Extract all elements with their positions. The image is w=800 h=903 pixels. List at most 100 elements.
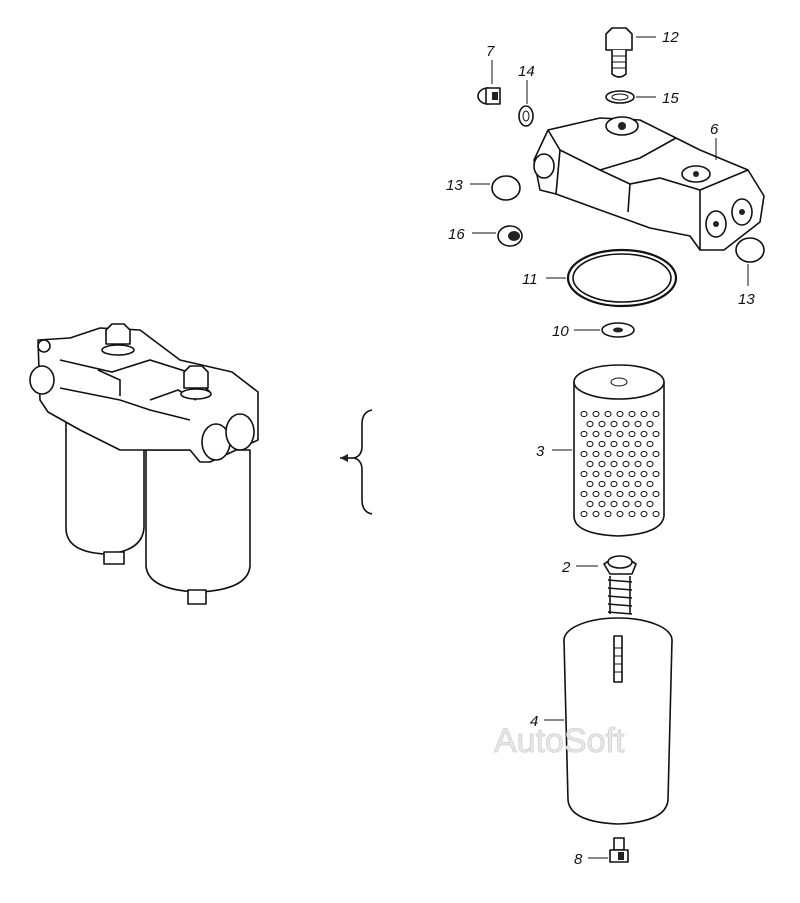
perforation-hole	[610, 500, 618, 508]
perforation-hole	[646, 480, 654, 488]
perforation-hole	[616, 470, 624, 478]
perforation-hole	[652, 470, 660, 478]
perforation-hole	[634, 500, 642, 508]
perforation-hole	[598, 420, 606, 428]
perforation-hole	[580, 510, 588, 518]
assembled-filter-view	[29, 323, 259, 605]
perforation-hole	[622, 440, 630, 448]
perforation-hole	[598, 440, 606, 448]
perforation-hole	[634, 460, 642, 468]
perforation-hole	[586, 480, 594, 488]
callout-2: 2	[561, 559, 571, 576]
perforation-hole	[604, 490, 612, 498]
perforation-hole	[652, 410, 660, 418]
perforation-hole	[598, 460, 606, 468]
perforation-hole	[646, 500, 654, 508]
callout-13-left: 13	[446, 177, 463, 194]
callout-15: 15	[662, 90, 679, 107]
part-3-filter-element	[573, 364, 665, 537]
perforation-hole	[604, 410, 612, 418]
callout-10: 10	[552, 323, 569, 340]
part-16-plug	[497, 225, 523, 247]
perforation-hole	[598, 480, 606, 488]
perforation-hole	[640, 510, 648, 518]
assembly-arrow	[340, 409, 373, 515]
perforation-hole	[580, 470, 588, 478]
perforation-hole	[622, 460, 630, 468]
perforation-hole	[592, 410, 600, 418]
perforation-hole	[592, 450, 600, 458]
perforation-hole	[646, 420, 654, 428]
perforation-hole	[640, 490, 648, 498]
part-15-washer	[605, 90, 635, 104]
perforation-hole	[628, 450, 636, 458]
perforation-hole	[628, 410, 636, 418]
callout-7: 7	[486, 43, 495, 60]
perforation-hole	[604, 510, 612, 518]
perforation-hole	[604, 430, 612, 438]
perforation-hole	[616, 430, 624, 438]
callout-4: 4	[530, 713, 538, 730]
perforation-hole	[604, 470, 612, 478]
perforation-hole	[610, 440, 618, 448]
perforation-hole	[604, 450, 612, 458]
callout-12: 12	[662, 29, 679, 46]
perforation-hole	[586, 440, 594, 448]
part-10-washer	[601, 322, 635, 338]
perforation-hole	[592, 470, 600, 478]
perforation-hole	[628, 430, 636, 438]
perforation-hole	[640, 430, 648, 438]
callout-6: 6	[710, 121, 719, 138]
perforation-hole	[622, 500, 630, 508]
part-8-drain-plug	[609, 837, 629, 863]
perforation-hole	[580, 430, 588, 438]
perforation-hole	[634, 440, 642, 448]
perforation-hole	[592, 510, 600, 518]
part-7-plug	[477, 87, 501, 105]
callout-8: 8	[574, 851, 583, 868]
perforation-hole	[610, 420, 618, 428]
perforation-hole	[640, 470, 648, 478]
perforation-hole	[652, 510, 660, 518]
callout-13-right: 13	[738, 291, 755, 308]
part-2-relief-valve	[603, 555, 637, 615]
perforation-hole	[580, 410, 588, 418]
perforation-hole	[622, 420, 630, 428]
leader-lines	[470, 36, 749, 859]
part-13-cap-right	[735, 237, 765, 263]
perforation-hole	[634, 480, 642, 488]
part-6-filter-head	[533, 116, 765, 251]
part-11-o-ring	[566, 248, 678, 308]
perforation-hole	[598, 500, 606, 508]
part-14-washer	[518, 105, 534, 127]
callout-11: 11	[522, 271, 538, 288]
perforation-hole	[652, 490, 660, 498]
perforation-hole	[610, 480, 618, 488]
perforation-hole	[640, 410, 648, 418]
perforation-hole	[616, 510, 624, 518]
part-4-filter-bowl	[563, 617, 673, 825]
perforation-hole	[628, 490, 636, 498]
perforation-hole	[646, 440, 654, 448]
perforation-hole	[586, 460, 594, 468]
perforation-hole	[616, 410, 624, 418]
watermark-text: AutoSoft	[494, 722, 625, 760]
perforation-hole	[616, 450, 624, 458]
perforation-hole	[586, 500, 594, 508]
perforation-hole	[592, 490, 600, 498]
perforation-hole	[634, 420, 642, 428]
perforation-hole	[616, 490, 624, 498]
callout-14: 14	[518, 63, 535, 80]
callout-labels: 12 7 14 15 6 13 16 11 13 10 3 2 4 8	[446, 29, 755, 868]
perforation-hole	[610, 460, 618, 468]
perforation-hole	[580, 490, 588, 498]
perforation-hole	[640, 450, 648, 458]
perforation-hole	[652, 430, 660, 438]
callout-16: 16	[448, 226, 465, 243]
perforation-hole	[628, 470, 636, 478]
part-12-bolt	[605, 27, 633, 78]
part-13-cap-left	[491, 175, 521, 201]
perforation-hole	[628, 510, 636, 518]
